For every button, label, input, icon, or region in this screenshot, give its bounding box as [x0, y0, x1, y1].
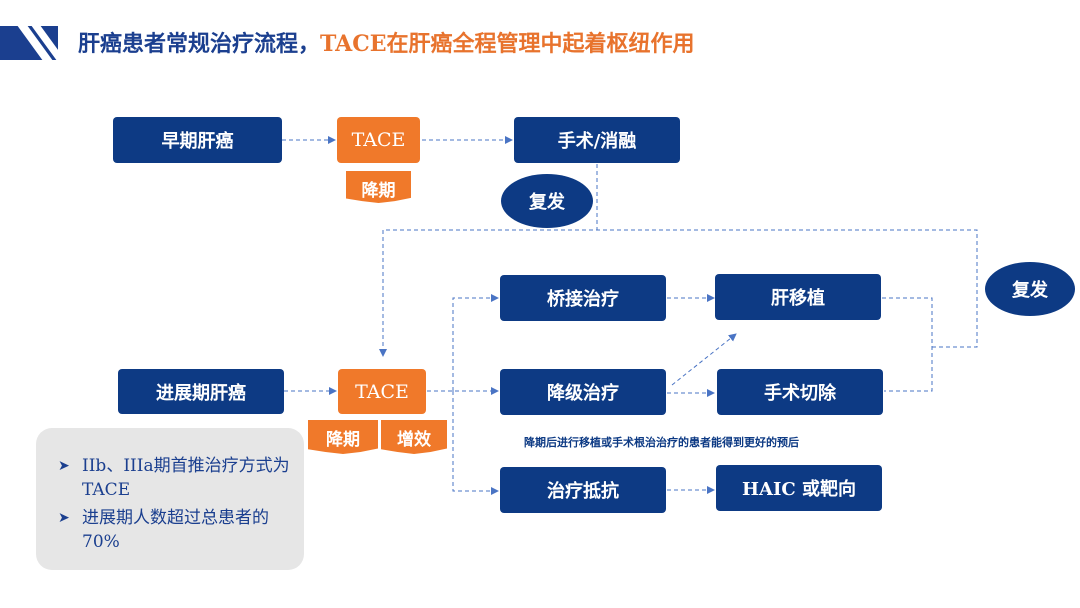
bracket-right: [882, 297, 933, 392]
page-title-highlight: TACE在肝癌全程管理中起着枢纽作用: [320, 31, 695, 57]
page-title-main: 肝癌患者常规治疗流程，: [78, 31, 321, 57]
node-downstaging-therapy: 降级治疗: [500, 369, 666, 415]
tag-enhance-effect: 增效: [381, 420, 447, 454]
arrow-recurrence-to-advanced-tace: [379, 164, 598, 357]
node-haic-or-targeted: HAIC 或靶向: [716, 465, 882, 511]
info-panel: ➤IIb、IIIa期首推治疗方式为TACE ➤进展期人数超过总患者的70%: [36, 428, 304, 570]
list-item: ➤IIb、IIIa期首推治疗方式为TACE: [58, 456, 290, 500]
loop-right-recurrence: [597, 229, 978, 348]
arrow-bullet-icon: ➤: [58, 510, 70, 526]
node-tace-advanced: TACE: [338, 369, 426, 414]
node-recurrence-1: 复发: [501, 174, 593, 228]
tag-downstage-early: 降期: [346, 171, 411, 203]
node-treatment-resistance: 治疗抵抗: [500, 467, 666, 513]
arrow-tace-to-resistance: [452, 391, 499, 495]
node-liver-transplant: 肝移植: [715, 274, 881, 320]
tag-downstage-advanced: 降期: [308, 420, 378, 454]
list-item: ➤进展期人数超过总患者的70%: [58, 508, 269, 552]
node-surgical-resection: 手术切除: [717, 369, 883, 415]
arrow-bullet-icon: ➤: [58, 458, 70, 474]
prognosis-note: 降期后进行移植或手术根治治疗的患者能得到更好的预后: [524, 436, 799, 449]
node-early-liver-cancer: 早期肝癌: [113, 117, 282, 163]
node-bridging-therapy: 桥接治疗: [500, 275, 666, 321]
info-list: ➤IIb、IIIa期首推治疗方式为TACE ➤进展期人数超过总患者的70%: [58, 454, 298, 558]
node-tace-early: TACE: [337, 117, 420, 163]
page-title: 肝癌患者常规治疗流程，TACE在肝癌全程管理中起着枢纽作用: [78, 24, 695, 64]
arrow-tace-to-bridging: [452, 294, 499, 391]
node-recurrence-2: 复发: [985, 262, 1075, 316]
node-advanced-liver-cancer: 进展期肝癌: [118, 369, 284, 414]
node-surgery-ablation: 手术/消融: [514, 117, 680, 163]
